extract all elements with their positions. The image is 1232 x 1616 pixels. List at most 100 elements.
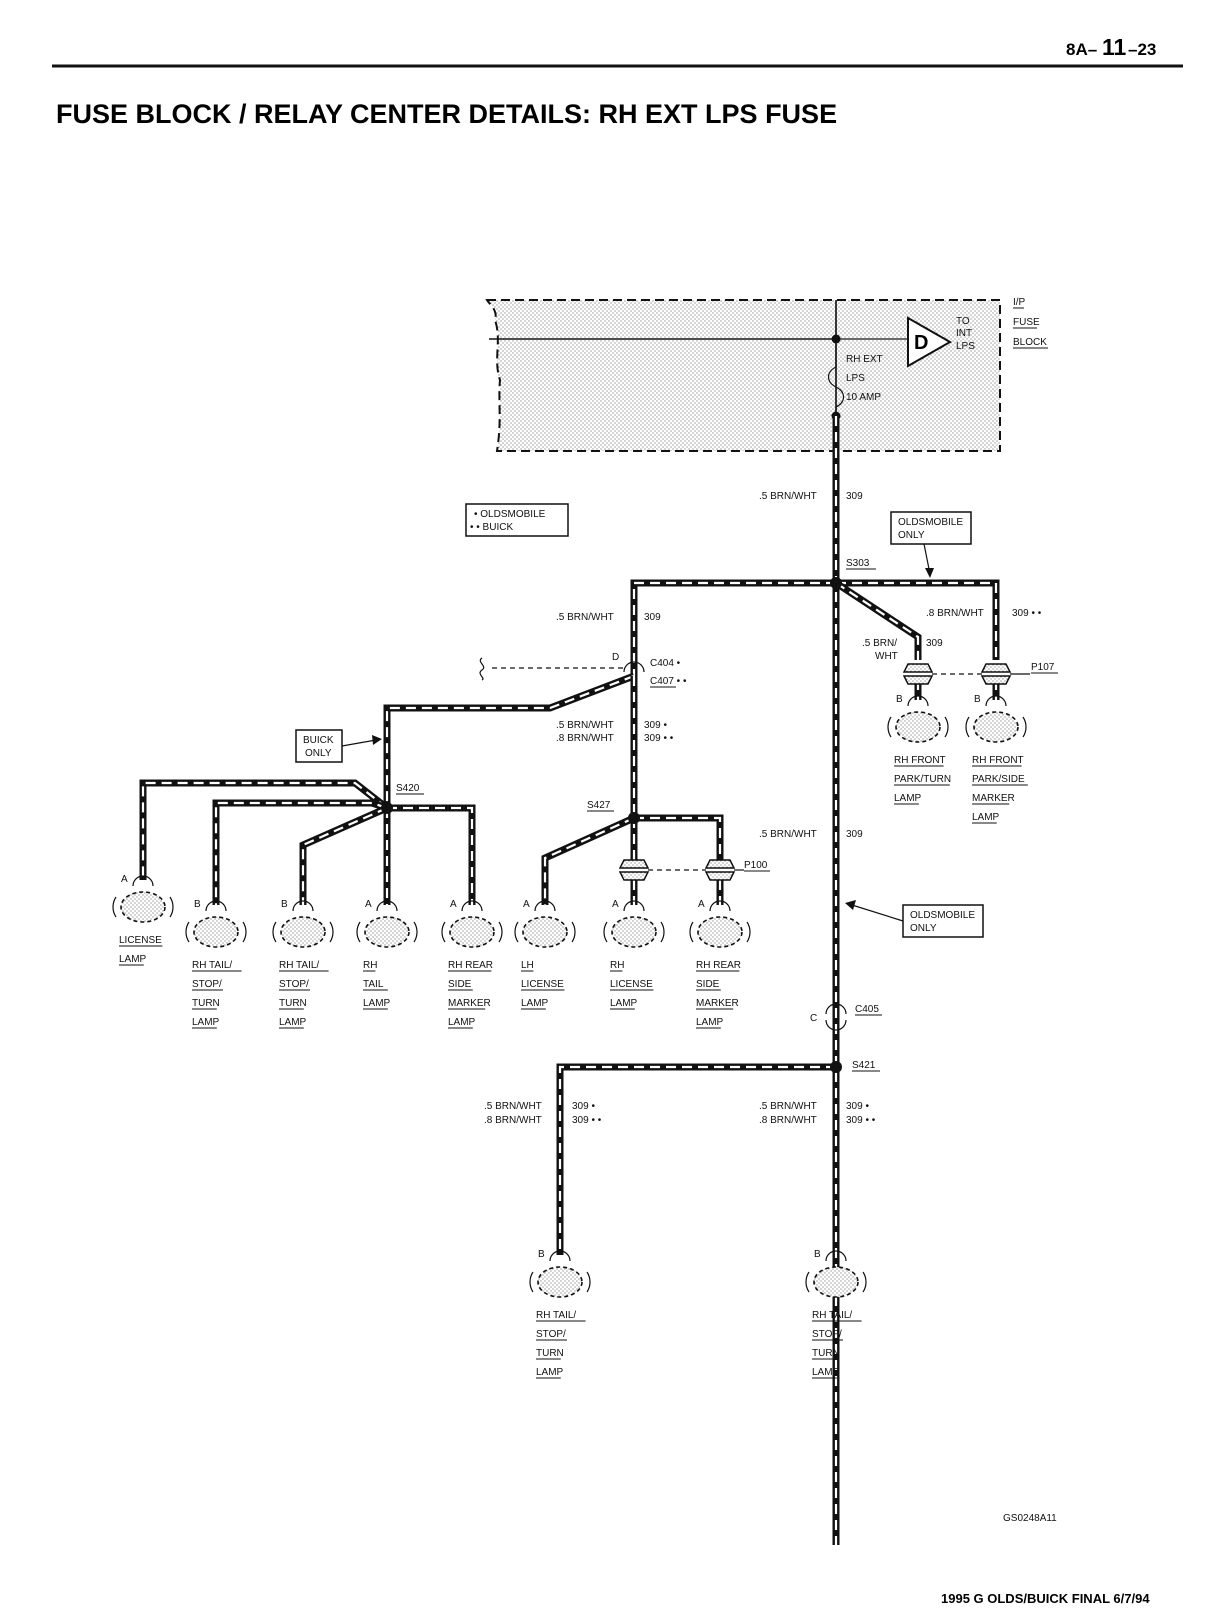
wire-s421-left-circuit-1: 309 • [572, 1101, 595, 1112]
lamp-name-line: RH TAIL/ [812, 1310, 852, 1321]
lamp-bracket-left [529, 1271, 534, 1293]
wire-c404-below-circuit-1: 309 • [644, 720, 667, 731]
legend-buick: • • BUICK [470, 522, 513, 533]
lamp-bracket-left [272, 921, 277, 943]
wire-s421-right-circuit-2: 309 • • [846, 1115, 876, 1126]
wire-main-mid-gauge: .5 BRN/WHT [759, 829, 817, 840]
lamp-bulb [522, 916, 568, 948]
lamp-name-line: LICENSE [521, 979, 564, 990]
lamp-bulb [895, 711, 941, 743]
lamp-name-line: MARKER [972, 793, 1015, 804]
lamp-name-line: LAMP [894, 793, 922, 804]
splice-s427-label: S427 [587, 800, 611, 811]
lamp-bulb [449, 916, 495, 948]
lamp-name-line: LAMP [363, 998, 391, 1009]
block-label-line1: I/P [1013, 297, 1026, 308]
lamp-connector-cap [549, 1250, 571, 1262]
lamp-name-line: RH [363, 960, 377, 971]
callout-olds-only-mid: OLDSMOBILE ONLY [845, 900, 984, 938]
splice-s421-label: S421 [852, 1060, 876, 1071]
lamp-pin-label: B [281, 899, 288, 910]
lamp-name-line: SIDE [696, 979, 720, 990]
c404-cap [623, 661, 645, 673]
c405-cap-top [825, 1003, 847, 1015]
wire-right-diag-gauge-1: .5 BRN/ [862, 638, 897, 649]
legend-box: • OLDSMOBILE • • BUICK [465, 503, 569, 537]
lamp-connector-cap [907, 695, 929, 707]
lamp-connector-cap [985, 695, 1007, 707]
block-label-line3: BLOCK [1013, 337, 1047, 348]
lamp-bracket-left [603, 921, 608, 943]
lamp-connector-cap [825, 1250, 847, 1262]
lamp-bracket-right [413, 921, 418, 943]
page-footer: GS0248A11 1995 G OLDS/BUICK FINAL 6/7/94 [941, 1513, 1150, 1606]
wire-s421-left-circuit-2: 309 • • [572, 1115, 602, 1126]
callout-olds-only-top: OLDSMOBILE ONLY [890, 511, 972, 578]
page-number-prefix: 8A– [1066, 40, 1097, 59]
lamp-bulb [813, 1266, 859, 1298]
lamp-name-line: LAMP [448, 1017, 476, 1028]
lamp-name-line: LAMP [696, 1017, 724, 1028]
lamp-bracket-right [329, 921, 334, 943]
lamp-bulb [697, 916, 743, 948]
lamp-bulb [364, 916, 410, 948]
splice-s421-dot [830, 1061, 842, 1073]
lamp-bracket-right [862, 1271, 867, 1293]
lamp-connector-cap [132, 875, 154, 887]
lamp-name-line: LAMP [536, 1367, 564, 1378]
wire-s303-left [630, 579, 836, 676]
svg-text:ONLY: ONLY [910, 923, 937, 934]
c407-label: C407 • • [650, 676, 687, 687]
lamp-bracket-right [169, 896, 174, 918]
to-label-line1: TO [956, 316, 970, 327]
lamp-connector-cap [623, 900, 645, 912]
lamp-name-line: RH REAR [448, 960, 493, 971]
svg-text:ONLY: ONLY [305, 748, 332, 759]
lamp-connector-cap [709, 900, 731, 912]
lamp-name-line: TURN [279, 998, 307, 1009]
lamp-name-line: STOP/ [812, 1329, 842, 1340]
lamp-bracket-left [441, 921, 446, 943]
splice-nodes: S303 S420 S427 S421 [381, 558, 880, 1073]
lamp-bracket-left [356, 921, 361, 943]
svg-text:OLDSMOBILE: OLDSMOBILE [910, 910, 975, 921]
lamp-bracket-right [1022, 716, 1027, 738]
figure-code: GS0248A11 [1003, 1513, 1057, 1524]
lamp-connector-cap [376, 900, 398, 912]
lamp-connector-cap [461, 900, 483, 912]
lamp-name-line: LAMP [192, 1017, 220, 1028]
lamp-bulb [611, 916, 657, 948]
wire-main-top-gauge: .5 BRN/WHT [759, 491, 817, 502]
lamp-name-line: TAIL [363, 979, 384, 990]
lamp-name-line: RH TAIL/ [192, 960, 232, 971]
fuse-label-line3: 10 AMP [846, 392, 881, 403]
wire-lamp-front-drops [914, 680, 1000, 700]
wire-right-upper-circuit: 309 • • [1012, 608, 1042, 619]
lamp-name-line: LAMP [610, 998, 638, 1009]
callout-buick-only: BUICK ONLY [295, 729, 382, 763]
lamp-pin-label: B [896, 694, 903, 705]
lamp-pin-label: B [974, 694, 981, 705]
lamp-name-line: LAMP [972, 812, 1000, 823]
legend-oldsmobile: • OLDSMOBILE [474, 509, 546, 520]
lamp-pin-label: A [698, 899, 705, 910]
wire-s421-left-gauge-2: .8 BRN/WHT [484, 1115, 542, 1126]
wire-c404-to-s420 [383, 672, 636, 808]
lamp-connector-cap [534, 900, 556, 912]
c405-cap-bottom [825, 1019, 847, 1031]
wire-c404-below-gauge-2: .8 BRN/WHT [556, 733, 614, 744]
p100-connector [618, 859, 744, 881]
lamp-bracket-left [514, 921, 519, 943]
connector-d-letter: D [914, 332, 928, 354]
lamp-bracket-right [660, 921, 665, 943]
lamp-bulb [537, 1266, 583, 1298]
wire-c404-below-circuit-2: 309 • • [644, 733, 674, 744]
lamp-connector-cap [292, 900, 314, 912]
wire-left-branch-gauge: .5 BRN/WHT [556, 612, 614, 623]
lamp-name-line: STOP/ [192, 979, 222, 990]
lamp-bracket-right [242, 921, 247, 943]
